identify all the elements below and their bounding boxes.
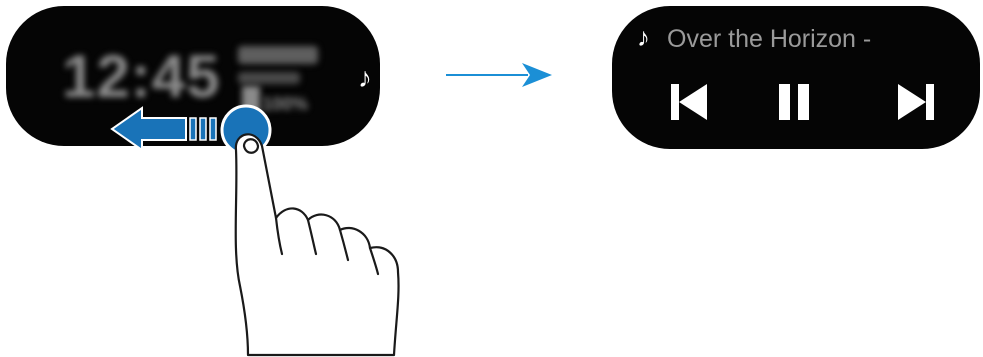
hand-icon bbox=[236, 134, 399, 355]
swipe-left-arrow-icon bbox=[112, 108, 216, 150]
